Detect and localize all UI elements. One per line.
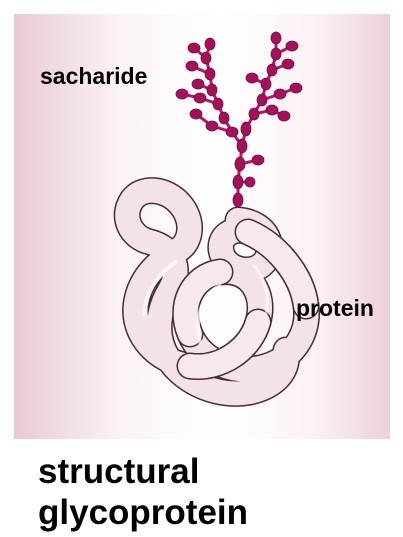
protein-label: protein [296, 297, 374, 320]
caption-line-1: structural [38, 451, 248, 492]
saccharide-label: sacharide [40, 65, 147, 88]
diagram-caption: structural glycoprotein [38, 451, 248, 533]
diagram-panel: sacharide protein [14, 14, 390, 439]
caption-line-2: glycoprotein [38, 492, 248, 533]
